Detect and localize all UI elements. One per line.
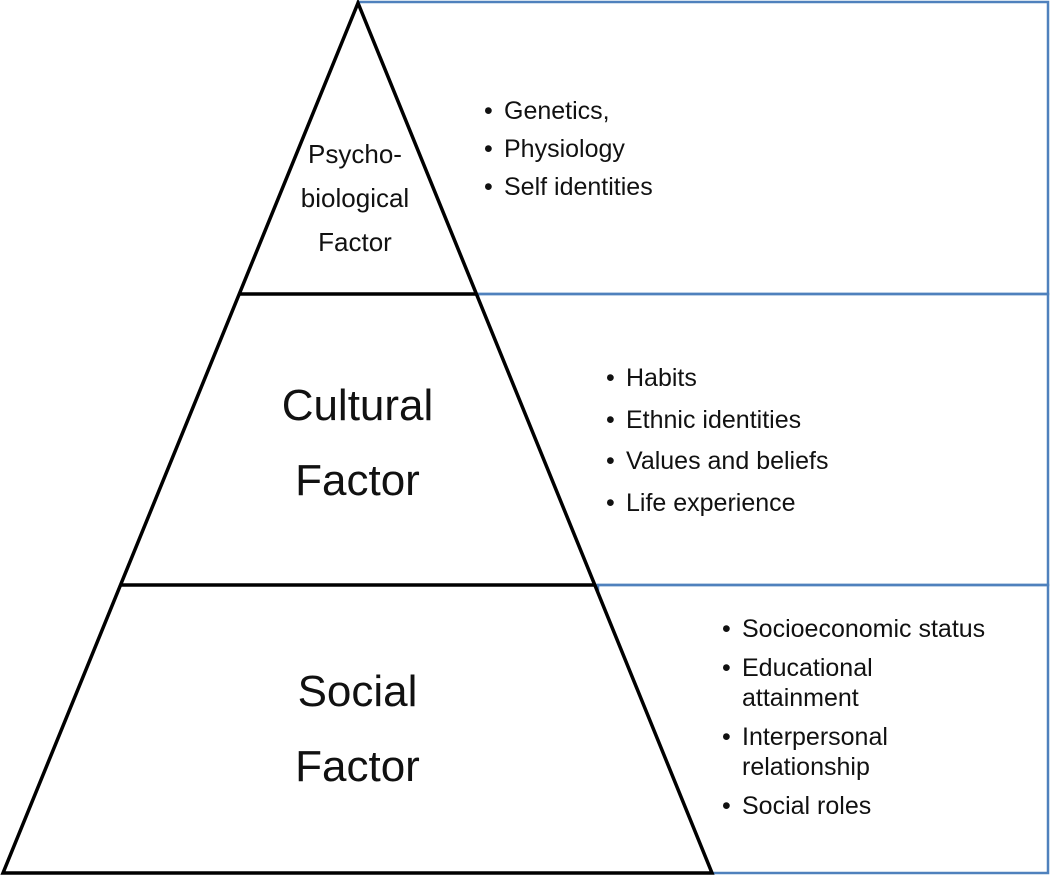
list-item-text: Socioeconomic status	[742, 615, 986, 643]
tier-label-line: Factor	[295, 456, 420, 505]
list-item-text: Values and beliefs	[626, 447, 829, 475]
list-item: • Interpersonal relationship	[722, 722, 942, 782]
bullet-icon: •	[484, 135, 493, 163]
list-item: • Ethnic identities	[606, 400, 906, 442]
list-item: • Life experience	[606, 483, 906, 525]
list-item: • Values and beliefs	[606, 441, 906, 483]
bullet-icon: •	[606, 488, 615, 517]
tier-label-line: Cultural	[281, 381, 434, 430]
list-item: • Self identities	[484, 168, 784, 206]
list-item-text: Ethnic identities	[626, 405, 802, 434]
list-item: • Social roles	[722, 791, 1032, 821]
tier-label-line: Psycho-	[308, 139, 402, 169]
tier-label-cultural: Cultural Factor	[200, 368, 515, 518]
bullet-icon: •	[606, 447, 615, 475]
list-psychobiological: • Genetics, • Physiology • Self identities	[484, 92, 784, 206]
list-item-text: Life experience	[626, 488, 796, 517]
list-cultural: • Habits • Ethnic identities • Values and b…	[606, 358, 906, 524]
bullet-icon: •	[606, 405, 615, 434]
list-item: • Physiology	[484, 130, 784, 168]
list-item-text: Interpersonal relationship	[742, 723, 888, 781]
tier-label-social: Social Factor	[200, 654, 515, 804]
bullet-icon: •	[606, 364, 615, 392]
bullet-icon: •	[484, 173, 493, 201]
tier-label-line: biological	[300, 183, 410, 213]
tier-label-line: Social	[297, 667, 418, 716]
list-item-text: Self identities	[504, 173, 653, 201]
bullet-icon: •	[722, 654, 731, 682]
bullet-icon: •	[484, 97, 493, 125]
list-social: • Socioeconomic status • Educational attai…	[722, 614, 1032, 830]
list-item: • Socioeconomic status	[722, 614, 1032, 644]
bullet-icon: •	[722, 792, 731, 820]
tier-label-line: Factor	[295, 742, 420, 791]
list-item-text: Educational attainment	[742, 654, 873, 712]
list-item-text: Social roles	[742, 792, 872, 820]
list-item: • Educational attainment	[722, 653, 922, 713]
list-item-text: Physiology	[504, 135, 625, 163]
list-item: • Habits	[606, 358, 906, 400]
list-item-text: Habits	[626, 364, 697, 392]
pyramid-triangle	[0, 0, 715, 875]
bullet-icon: •	[722, 615, 731, 643]
bullet-icon: •	[722, 723, 731, 751]
tier-label-line: Factor	[318, 227, 392, 257]
list-item-text: Genetics,	[504, 97, 610, 125]
tier-label-psychobiological: Psycho- biological Factor	[270, 132, 440, 264]
list-item: • Genetics,	[484, 92, 784, 130]
